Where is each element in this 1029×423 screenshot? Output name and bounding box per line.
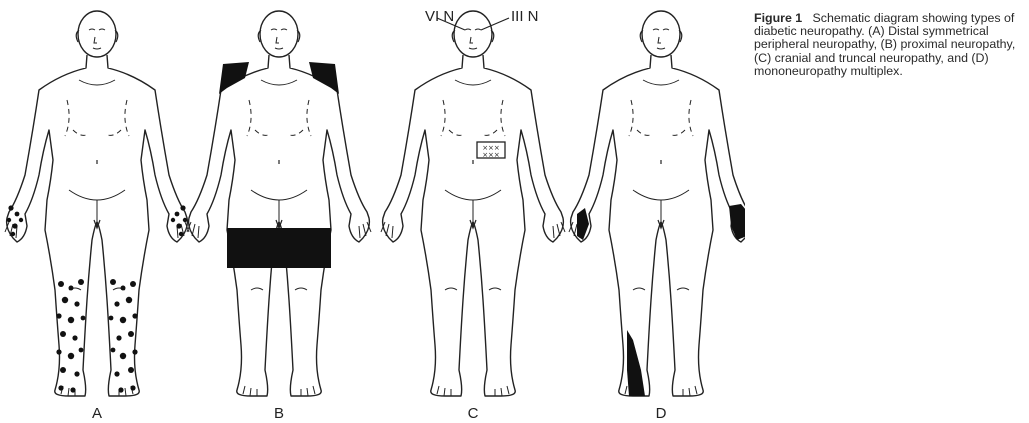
figure-b <box>187 11 371 396</box>
figure-c: ××× ××× <box>381 11 565 396</box>
panel-label-b: B <box>269 405 289 422</box>
nerve-label-iii: III N <box>511 8 539 25</box>
proximal-shoulder-area <box>219 62 339 94</box>
panel-label-a: A <box>87 405 107 422</box>
figure-diagram: ××× ××× <box>0 0 745 423</box>
panel-label-d: D <box>651 405 671 422</box>
panel-label-c: C <box>463 405 483 422</box>
figure-d <box>569 11 745 396</box>
mononeuropathy-lower-leg <box>627 330 645 396</box>
truncal-patch: ××× ××× <box>477 142 505 159</box>
svg-text:×××: ××× <box>482 151 500 159</box>
figure-a <box>5 11 189 396</box>
caption-label: Figure 1 <box>754 11 802 25</box>
distal-stocking-glove-pattern <box>7 205 187 392</box>
figure-caption: Figure 1 Schematic diagram showing types… <box>754 12 1024 78</box>
proximal-thigh-band <box>227 228 331 268</box>
mononeuropathy-right-hand <box>729 204 745 240</box>
nerve-label-vi: VI N <box>425 8 454 25</box>
